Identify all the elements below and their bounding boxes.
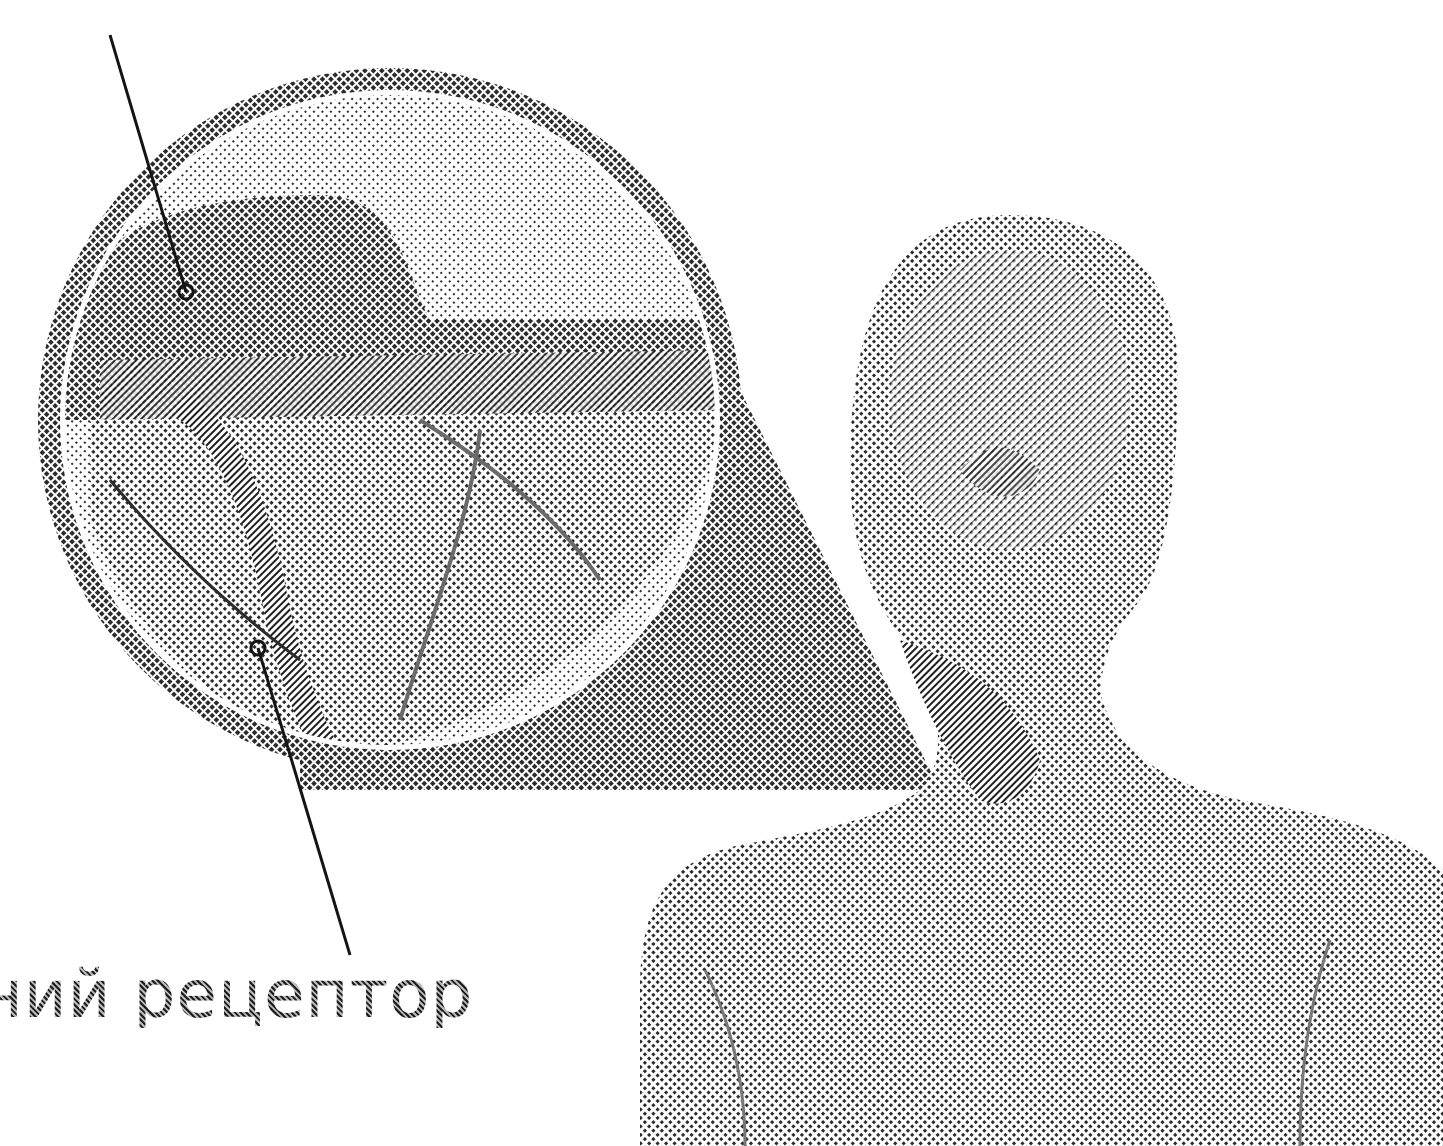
magnified-tissue-icon [38,68,742,772]
receptor-label: ений рецептор [0,962,473,1028]
